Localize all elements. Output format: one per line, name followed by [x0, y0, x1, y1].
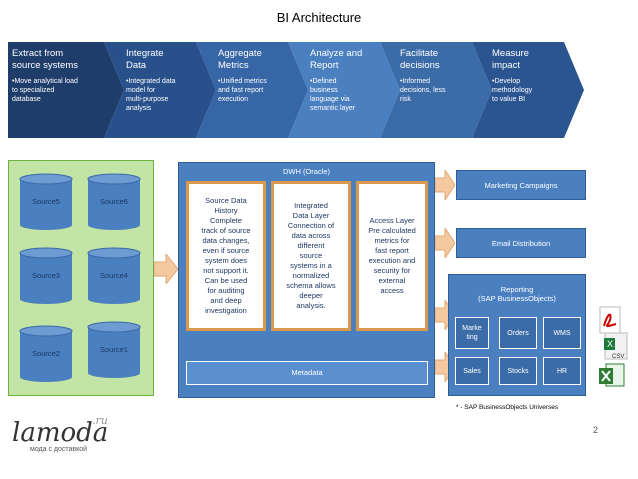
source6-cylinder: Source6	[87, 173, 141, 231]
reporting-panel: Reporting (SAP BusinessObjects) Marke ti…	[448, 274, 586, 396]
source5-label: Source5	[32, 197, 60, 206]
process-chevron-flow	[8, 42, 584, 138]
source3-cylinder: Source3	[19, 247, 73, 305]
source1-cylinder: Source1	[87, 321, 141, 379]
page-title: BI Architecture	[276, 10, 362, 25]
module-marketing: Marke ting	[455, 317, 489, 349]
svg-text:X: X	[607, 339, 613, 349]
sources-panel: Source5 Source6 Source3 Source4 Source2 …	[8, 160, 154, 396]
source2-cylinder: Source2	[19, 325, 73, 383]
module-wms: WMS	[543, 317, 581, 349]
arrow-to-email	[435, 228, 455, 258]
source5-cylinder: Source5	[19, 173, 73, 231]
lamoda-logo: lamoda .ru мода с доставкой	[12, 414, 109, 453]
chevron-1	[8, 42, 124, 138]
dwh-panel: DWH (Oracle) Source Data History Complet…	[178, 162, 435, 398]
reporting-title: Reporting	[500, 285, 534, 294]
footnote: * - SAP BusinessObjects Universes	[456, 404, 559, 411]
email-distribution-box: Email Distribution	[456, 228, 586, 258]
svg-text:CSV: CSV	[612, 354, 624, 360]
chevron-3	[196, 42, 308, 138]
logo-main: lamoda	[12, 418, 109, 448]
arrow-to-marketing	[435, 170, 455, 200]
csv-icon: X CSV	[604, 332, 628, 360]
source4-cylinder: Source4	[87, 247, 141, 305]
reporting-subtitle: (SAP BusinessObjects)	[478, 294, 556, 303]
module-sales: Sales	[455, 357, 489, 385]
source6-label: Source6	[100, 197, 128, 206]
pdf-icon	[599, 306, 621, 334]
source2-label: Source2	[32, 349, 60, 358]
source4-label: Source4	[100, 271, 128, 280]
source1-label: Source1	[100, 345, 128, 354]
page-number: 2	[593, 425, 599, 435]
logo-sup: .ru	[92, 414, 108, 427]
chevron-2	[104, 42, 216, 138]
module-stocks: Stocks	[499, 357, 537, 385]
integrated-layer-box: Integrated Data Layer Connection of data…	[271, 181, 351, 331]
module-hr: HR	[543, 357, 581, 385]
source3-label: Source3	[32, 271, 60, 280]
metadata-bar: Metadata	[186, 361, 428, 385]
chevron-4	[288, 42, 400, 138]
dwh-label: DWH (Oracle)	[282, 167, 331, 176]
excel-icon	[599, 363, 625, 387]
arrow-sources-to-dwh	[154, 254, 178, 284]
module-orders: Orders	[499, 317, 537, 349]
logo-tagline: мода с доставкой	[30, 446, 88, 453]
access-layer-box: Access Layer Pre calculated metrics for …	[356, 181, 428, 331]
history-layer-box: Source Data History Complete track of so…	[186, 181, 266, 331]
marketing-campaigns-box: Marketing Campaigns	[456, 170, 586, 200]
chevron-5	[380, 42, 492, 138]
chevron-6	[472, 42, 584, 138]
